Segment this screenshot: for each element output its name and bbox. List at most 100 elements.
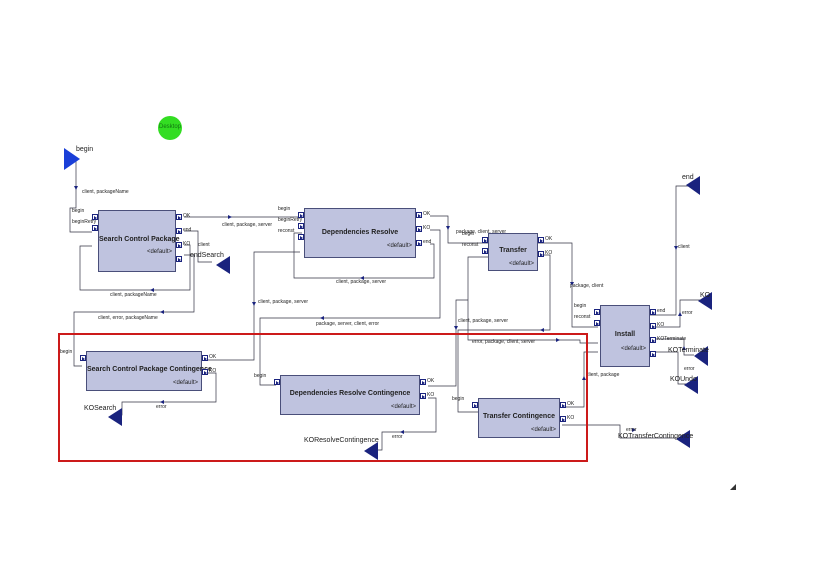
activity-box-default-label: <default> [620,346,646,352]
edge-label: client, package, server [336,279,387,285]
input-port-label: begin [452,396,465,402]
edge-label: error [392,434,403,440]
contingence-highlight [58,333,588,462]
input-port-label: begin [254,373,267,379]
output-port[interactable] [650,309,656,315]
end-node-icons [108,176,712,460]
end-node-endsearch-icon[interactable] [216,256,230,274]
activity-box-default-label: <default> [508,261,534,267]
edge-label: package, client, server [456,229,507,235]
output-port[interactable] [176,256,182,262]
end-node-end-icon[interactable] [686,176,700,195]
output-port[interactable] [420,379,426,385]
edge-label: client, package [586,372,620,378]
input-port[interactable] [298,234,304,240]
end-node-koterminate-label: KOTerminate [668,347,709,354]
output-port[interactable] [176,228,182,234]
output-port-label: KOTerminate [657,336,687,342]
output-port[interactable] [560,416,566,422]
edge-label: client, error, packageName [98,315,158,321]
output-port-label: OK [183,213,191,219]
end-node-koterminate-icon[interactable] [694,346,708,366]
activity-box-default-label: <default> [146,249,172,255]
activity-box-default-label: <default> [386,243,412,249]
activity-box-default-label: <default> [530,427,556,433]
output-port[interactable] [538,251,544,257]
input-port-label: begin [72,208,85,214]
edge-label: client, packageName [82,189,129,195]
output-port-label: end [657,308,666,314]
end-node-ko-icon[interactable] [698,292,712,310]
input-port[interactable] [92,225,98,231]
start-node-icon[interactable] [64,148,80,170]
output-port-label: end [183,227,192,233]
end-node-koundo-icon[interactable] [684,376,698,394]
input-port[interactable] [92,214,98,220]
input-port[interactable] [274,379,280,385]
activity-box-tr[interactable]: Transfer <default> [488,233,538,271]
end-node-kosearch-icon[interactable] [108,408,122,426]
output-port-label: KO [567,415,575,421]
edge-label: client [198,242,210,248]
output-port[interactable] [650,323,656,329]
activity-box-drc[interactable]: Dependencies Resolve Contingence<default… [280,375,420,415]
end-node-koresolve-label: KOResolveContingence [304,437,379,444]
input-port[interactable] [298,212,304,218]
input-port-label: begin [278,206,291,212]
desktop-node[interactable]: Desktop [158,116,182,140]
output-port[interactable] [420,393,426,399]
output-port[interactable] [202,369,208,375]
resize-handle-icon[interactable] [730,484,736,490]
output-port[interactable] [176,242,182,248]
start-node-label: begin [76,146,94,153]
output-port-label: OK [567,401,575,407]
edge-label: package, client [570,283,604,289]
edge-label: client [678,244,690,250]
edge-label: error [682,310,693,316]
edge-label: error [626,427,637,433]
activity-box-default-label: <default> [172,380,198,386]
edge-label: error [156,404,167,410]
end-node-kosearch-label: KOSearch [84,405,117,412]
end-node-ko-label: KO [700,292,711,299]
activity-box-in[interactable]: Install <default> [600,305,650,367]
input-port[interactable] [298,223,304,229]
activity-box-title: Transfer [499,247,527,254]
activity-box-scpc[interactable]: Search Control Package Contingence<defau… [86,351,212,391]
output-port[interactable] [650,337,656,343]
edge-label: error, package, client, server [472,339,536,345]
output-port[interactable] [416,226,422,232]
input-port-label: beginRetry [278,217,303,223]
output-port[interactable] [538,237,544,243]
activity-box-default-label: <default> [390,404,416,410]
end-node-kotransfer-icon[interactable] [676,430,690,448]
end-node-koresolve-icon[interactable] [364,442,378,460]
end-node-end-label: end [682,174,694,181]
activity-box-scp[interactable]: Search Control Package<default> [98,210,180,272]
input-port[interactable] [482,248,488,254]
output-port[interactable] [176,214,182,220]
input-port[interactable] [80,355,86,361]
activity-box-tc[interactable]: Transfer Contingence <default> [478,398,560,438]
input-port-label: reconst [278,228,295,234]
input-port-label: reconst [574,314,591,320]
output-port[interactable] [650,351,656,357]
output-port[interactable] [416,240,422,246]
output-port[interactable] [416,212,422,218]
output-port[interactable] [202,355,208,361]
activity-box-title: Install [614,331,636,338]
end-node-endsearch-label: endSearch [190,252,224,259]
input-port[interactable] [472,402,478,408]
input-port[interactable] [482,237,488,243]
input-port[interactable] [594,320,600,326]
activity-box-dr[interactable]: Dependencies Resolve <default> [304,208,416,258]
output-port[interactable] [560,402,566,408]
end-node-koundo-label: KOUndo [670,376,697,383]
input-port-label: beginRetry [72,219,97,225]
output-port-label: end [423,239,432,245]
input-port[interactable] [594,309,600,315]
activity-box-title: Dependencies Resolve [321,229,399,236]
output-port-label: OK [423,211,431,217]
activity-box-title: Transfer Contingence [483,413,555,420]
